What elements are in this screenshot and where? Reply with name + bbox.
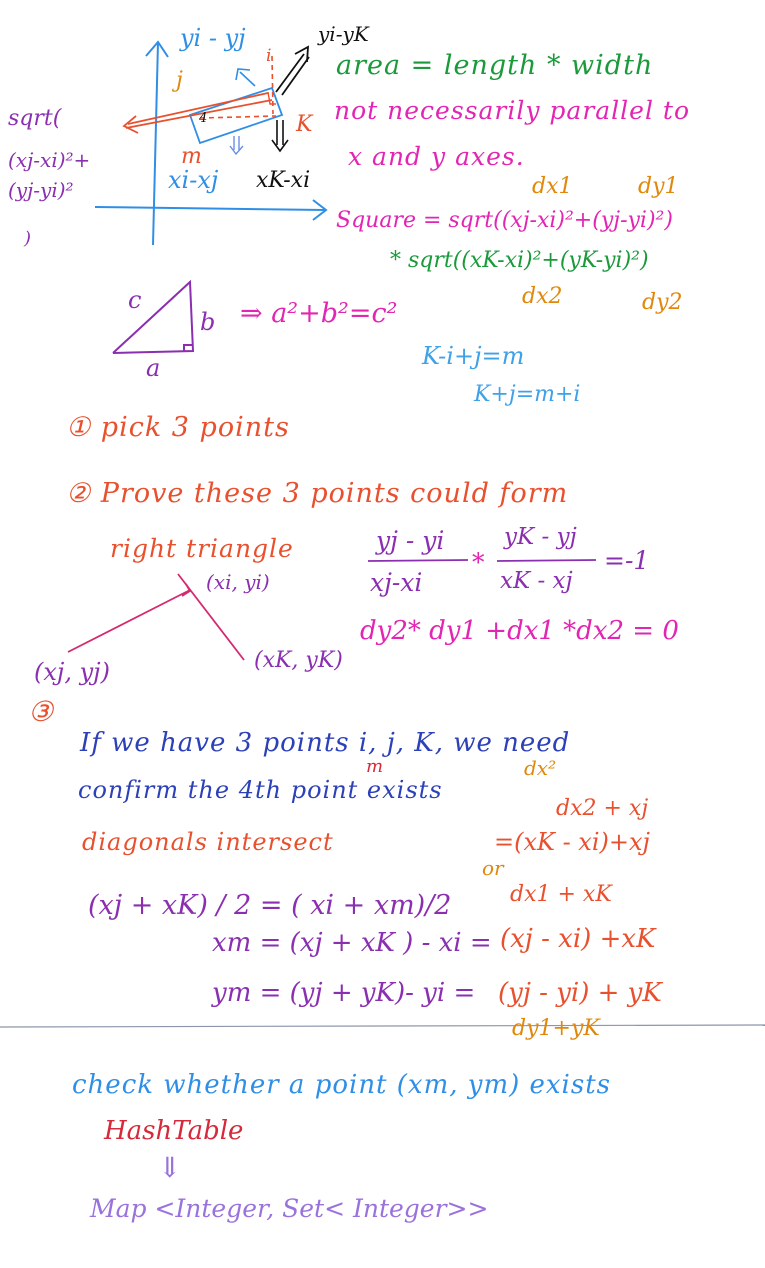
dy1-plus-yk: dy1+yK: [512, 1016, 600, 1041]
step-2-line2: right triangle: [110, 534, 294, 563]
k-down-arrow: [271, 120, 289, 153]
sqrt-close: ): [24, 228, 32, 249]
check-point-line: check whether a point (xm, ym) exists: [72, 1070, 612, 1100]
slope-num2: yK - yj: [504, 524, 577, 550]
expr-xk-xi-xj: =(xK - xi)+xj: [494, 828, 650, 856]
down-arrow-icon: ⇓: [158, 1151, 182, 1184]
hashtable-label: HashTable: [104, 1116, 244, 1146]
label-j: j: [176, 68, 183, 93]
fraction-bars: [367, 559, 597, 562]
xi-xj-label: xi-xj: [168, 166, 219, 194]
rectangle-shape: [188, 86, 284, 145]
yi-yk-label: yi-yK: [318, 22, 369, 46]
slope-den2: xK - xj: [500, 568, 573, 594]
step-3-number: ③: [28, 695, 54, 728]
label-m: m: [181, 144, 202, 169]
step-3-m: m: [366, 756, 384, 777]
sqrt-xterm: (xj-xi)²+: [8, 148, 91, 172]
sqrt-yterm: (yj-yi)²: [8, 178, 74, 202]
or-label: or: [482, 856, 504, 880]
xk-xi-label: xK-xi: [256, 168, 311, 193]
slope-den1: xj-xi: [370, 568, 423, 597]
dx1-label: dx1: [532, 174, 573, 199]
pythagoras-triangle: [112, 279, 195, 354]
step-3-line2: confirm the 4th point exists: [78, 776, 443, 804]
midpoint-eq-3: ym = (yj + yK)- yi =: [212, 978, 476, 1008]
dy1-label: dy1: [638, 174, 679, 199]
step-1: ① pick 3 points: [66, 412, 290, 443]
m-down-arrow: [229, 136, 244, 156]
label-i: i: [266, 46, 272, 66]
step-3-line1: If we have 3 points i, j, K, we need: [80, 728, 571, 758]
right-angle-triangle: [67, 573, 245, 661]
not-parallel-line: not necessarily parallel to: [334, 96, 691, 125]
map-type-label: Map <Integer, Set< Integer>>: [90, 1194, 489, 1223]
square-formula-line1: Square = sqrt((xj-xi)²+(yj-yi)²): [336, 208, 673, 233]
midpoint-eq-1: (xj + xK) / 2 = ( xi + xm)/2: [88, 890, 452, 921]
midpoint-eq-2-right: (xj - xi) +xK: [500, 924, 656, 954]
step-3-dx2: dx²: [524, 756, 557, 780]
dot-product-eq: dy2* dy1 +dx1 *dx2 = 0: [360, 616, 679, 646]
label-4: 4: [199, 111, 208, 126]
index-eq-1: K-i+j=m: [422, 342, 525, 370]
step-2-line1: ② Prove these 3 points could form: [66, 478, 569, 509]
slope-result: =-1: [604, 546, 650, 575]
small-up-arrow: [235, 68, 256, 87]
point-k: (xK, yK): [254, 648, 343, 673]
yi-yj-label: yi - yj: [180, 24, 246, 52]
triangle-c: c: [128, 286, 142, 314]
j-arrow: [122, 92, 273, 134]
section-divider: [0, 1024, 765, 1028]
dx2-label: dx2: [522, 284, 563, 309]
slope-num1: yj - yi: [376, 526, 445, 555]
coordinate-axes: [94, 40, 328, 246]
index-eq-2: K+j=m+i: [474, 382, 581, 407]
area-line: area = length * width: [336, 50, 654, 81]
corner-mark: [267, 91, 276, 105]
dx1-plus-xk: dx1 + xK: [510, 882, 612, 907]
point-j: (xj, yj): [34, 658, 110, 686]
point-i: (xi, yi): [206, 570, 270, 594]
triangle-a: a: [146, 354, 161, 382]
dy2-label: dy2: [642, 290, 683, 315]
slope-times: *: [472, 548, 485, 577]
triangle-b: b: [200, 308, 216, 336]
label-k: K: [296, 112, 313, 137]
pythagoras-formula: ⇒ a²+b²=c²: [240, 298, 398, 329]
midpoint-eq-3-right: (yj - yi) + yK: [498, 978, 662, 1008]
sqrt-open: sqrt(: [8, 106, 62, 131]
axes-line: x and y axes.: [348, 142, 525, 171]
yk-arrow: [275, 45, 310, 96]
step-3-line3: diagonals intersect: [82, 828, 334, 856]
midpoint-eq-2: xm = (xj + xK ) - xi =: [212, 928, 492, 958]
square-formula-line2: * sqrt((xK-xi)²+(yK-yi)²): [390, 248, 649, 273]
dx2-plus-xj: dx2 + xj: [556, 796, 649, 821]
